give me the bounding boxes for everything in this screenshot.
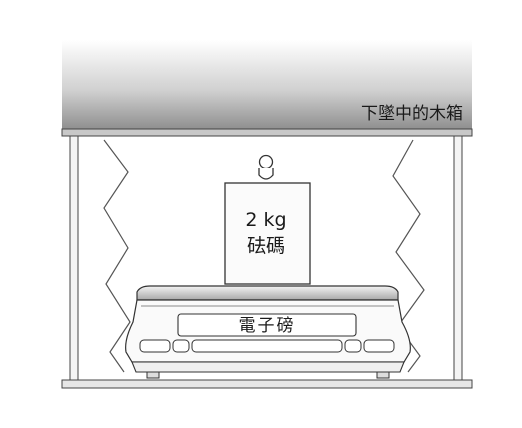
scale-base xyxy=(131,361,405,373)
scale-display-panel xyxy=(177,313,357,337)
scale-buttons-row xyxy=(139,339,395,353)
scale-label: 電子磅 xyxy=(239,316,296,336)
box-right-wall xyxy=(453,135,463,381)
box-left-wall xyxy=(69,135,79,381)
electronic-scale xyxy=(125,285,411,379)
box-lid xyxy=(61,40,473,137)
zigzag-break-left xyxy=(103,139,131,373)
scale-platform xyxy=(136,285,399,301)
weight-block xyxy=(224,182,311,285)
zigzag-break-right xyxy=(392,139,425,373)
weight-mass-label: 2 kg xyxy=(245,209,286,231)
box-label: 下墜中的木箱 xyxy=(361,104,463,124)
box-floor xyxy=(61,379,473,389)
weight-name-label: 砝碼 xyxy=(247,235,285,257)
hook-ring xyxy=(258,154,274,180)
